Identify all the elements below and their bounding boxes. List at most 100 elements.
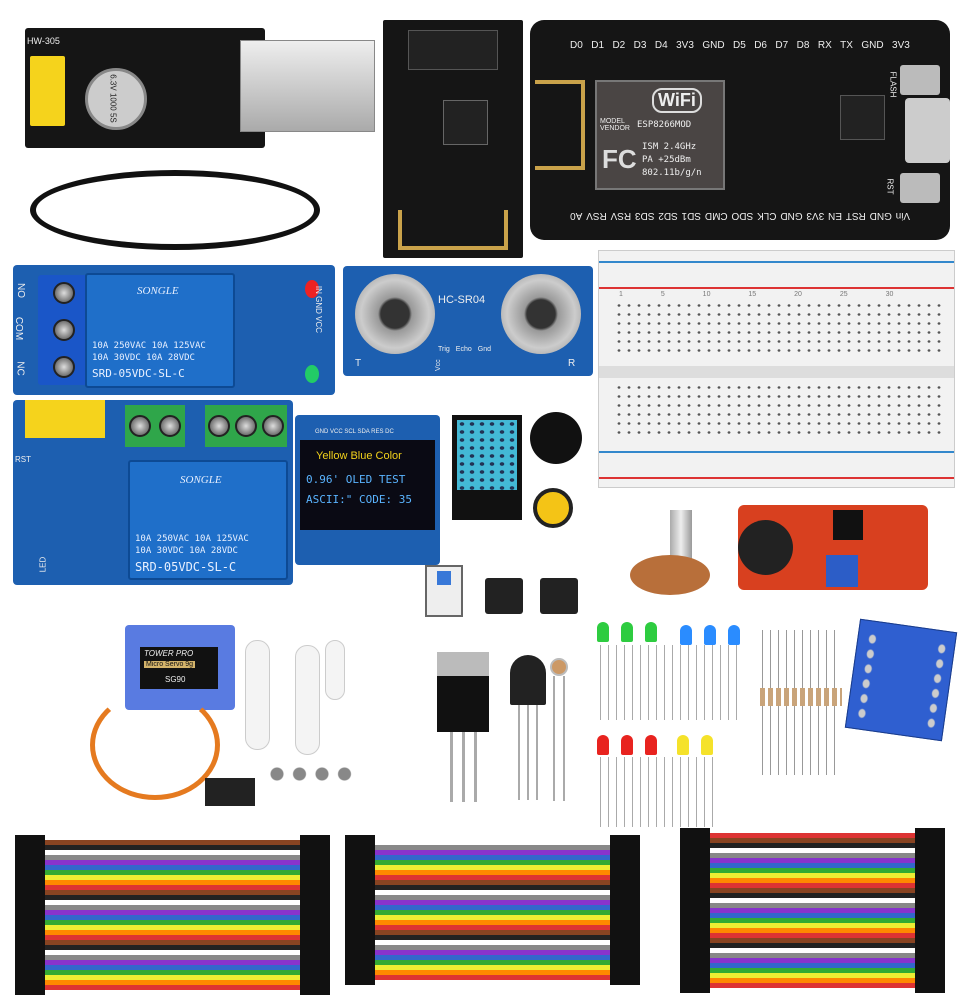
photoresistor-legs (553, 676, 567, 801)
yellow-led (701, 735, 713, 755)
blue-led (704, 625, 716, 645)
red-led (645, 735, 657, 755)
pin-label: 3V3 (806, 210, 825, 221)
green-led (645, 622, 657, 642)
buzzer (530, 412, 582, 464)
pin-label: SD3 (635, 210, 655, 221)
blue-leds (680, 625, 740, 645)
transmitter (355, 274, 435, 354)
servo-horn (245, 640, 270, 750)
oled-display: GND VCC SCL SDA RES DC Yellow Blue Color… (295, 415, 440, 565)
pin-label: D6 (754, 40, 767, 51)
model-vendor-label: MODEL VENDOR (600, 118, 630, 132)
relay-model: SRD-05VDC-SL-C (135, 560, 237, 574)
pin-label: D0 (570, 40, 583, 51)
relay-rating: 10A 250VAC 10A 125VAC (135, 534, 249, 544)
spec-line: PA +25dBm (642, 155, 691, 165)
pin-holes (854, 630, 880, 722)
led-legs (600, 645, 740, 720)
green-led (305, 365, 319, 383)
pin-holes (924, 640, 949, 732)
tactile-button (485, 578, 523, 614)
jumper-wires-male-female (680, 828, 945, 993)
sg90-servo: TOWER PRO Micro Servo 9g SG90 (125, 625, 235, 710)
pin-label: SD2 (658, 210, 678, 221)
sensor-pin-labels-row: Trig Echo Gnd (438, 346, 491, 353)
self-lock-switch (425, 565, 463, 617)
power-rail-red (599, 477, 954, 479)
trim-pot (826, 555, 858, 587)
potentiometer (625, 510, 715, 600)
relay: SONGLE 10A 250VAC 10A 125VAC 10A 30VDC 1… (128, 460, 288, 580)
relay-rating: 10A 250VAC 10A 125VAC (92, 341, 206, 351)
pin-label: Trig (438, 346, 450, 353)
oled-pin-labels: GND VCC SCL SDA RES DC (315, 429, 394, 435)
wifi-logo: WiFi (652, 88, 702, 113)
wire-headers (610, 835, 640, 985)
comparator-chip (833, 510, 863, 540)
terminal-label: NC (14, 361, 26, 376)
relay-brand: SONGLE (137, 285, 179, 297)
capacitor-label: 6.3V 1000 5S (108, 74, 118, 123)
yellow-led (677, 735, 689, 755)
wire-headers (300, 835, 330, 995)
rst-button[interactable] (900, 173, 940, 203)
pin-label: Echo (455, 346, 472, 353)
pin-label: GND (702, 40, 725, 51)
pin-label: VCC (314, 316, 324, 334)
pin-label: GND (869, 210, 892, 221)
relay-brand: SONGLE (180, 474, 222, 486)
pin-label: TX (840, 40, 853, 51)
esp01-header (408, 30, 498, 70)
pin-label: RST (845, 210, 866, 221)
pin-label: GND (314, 296, 324, 314)
pot-body (630, 555, 710, 595)
power-rail-red (599, 287, 954, 289)
pin-label: D8 (796, 40, 810, 51)
pin-label: D2 (612, 40, 626, 51)
relay-rating: 10A 30VDC 10A 28VDC (92, 353, 195, 363)
voltage-regulator (437, 652, 489, 732)
sensor-model: HC-SR04 (438, 294, 486, 306)
esp01-relay-module: RST LED SONGLE 10A 250VAC 10A 125VAC 10A… (13, 400, 293, 585)
terminal-label: COM (13, 316, 25, 341)
jumper-wires-female-female (345, 835, 640, 985)
photoresistor (550, 658, 568, 676)
receiver (501, 274, 581, 354)
adapter-model-label: HW-305 (27, 36, 60, 46)
pin-label: CMD (704, 210, 728, 221)
blue-led (728, 625, 740, 645)
rst-label: RST (885, 178, 895, 195)
wire-bundle (45, 840, 300, 990)
fcc-logo: FC (602, 144, 637, 174)
pin-label: D5 (732, 40, 746, 51)
pin-label: D1 (591, 40, 605, 51)
hole-grid (614, 383, 944, 438)
jumper-wires-male-male (15, 835, 330, 995)
oled-screen: Yellow Blue Color 0.96' OLED TEST ASCII:… (300, 440, 435, 530)
red-led (597, 735, 609, 755)
module-name: ESP8266MOD (637, 120, 692, 130)
pin-label: D3 (633, 40, 647, 51)
breadboard: 1 5 10 15 20 25 30 (598, 250, 955, 488)
relay-pin-labels: IN GND VCC (314, 286, 323, 333)
green-led (621, 622, 633, 642)
flash-button[interactable] (900, 65, 940, 95)
yellow-leds (677, 735, 713, 755)
esp01-chip (443, 100, 488, 145)
dht11-sensor (452, 415, 522, 520)
nodemcu-board: D0 D1 D2 D3 D4 3V3 GND D5 D6 D7 D8 RX TX… (530, 20, 950, 240)
screw-terminal (205, 405, 287, 447)
green-leds (597, 622, 657, 642)
pin-label: D7 (775, 40, 789, 51)
power-rail-blue (599, 451, 954, 453)
resistor-bodies (760, 688, 842, 706)
pin-label: RSV (610, 210, 632, 221)
red-led (621, 735, 633, 755)
wire-headers (915, 828, 945, 993)
servo-horn (325, 640, 345, 700)
servo-brand: TOWER PRO (144, 649, 194, 658)
pin-label: RX (817, 40, 832, 51)
pcb-antenna (535, 80, 585, 170)
led-legs (600, 757, 720, 827)
